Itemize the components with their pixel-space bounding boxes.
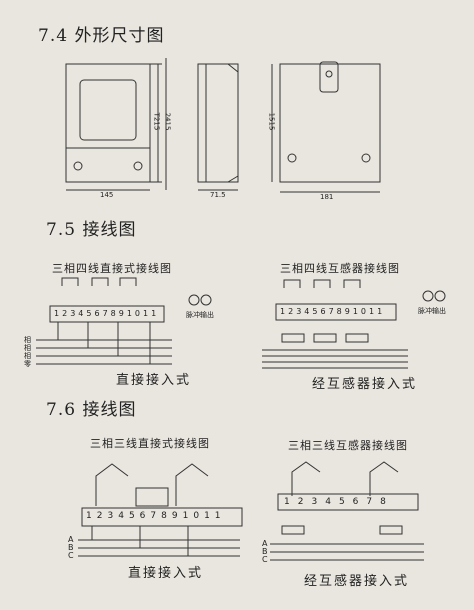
d76-right-ct-2 [379, 525, 403, 535]
d75-left-caption: 直接接入式 [116, 373, 192, 388]
d76-left-caption: 直接接入式 [128, 566, 204, 581]
d75-right-terminal-block [275, 303, 397, 321]
d75-left-terminal-labels: 1234567891011 [54, 309, 160, 318]
d75-right-caption: 经互感器接入式 [312, 377, 418, 392]
d75-right-aux-label: 脉冲输出 [418, 307, 446, 315]
d75-left-title: 三相四线直接式接线图 [52, 262, 172, 275]
front-width-dim: 145 [100, 191, 114, 199]
d76-right-title: 三相三线互感器接线图 [288, 439, 408, 452]
section-7-6-title: 7.6 接线图 [46, 400, 137, 420]
section-7-5-title: 7.5 接线图 [46, 220, 137, 240]
section-7-4-title: 7.4 外形尺寸图 [38, 26, 165, 46]
d75-right-title: 三相四线互感器接线图 [280, 262, 400, 275]
d75-right-ct-1 [281, 333, 305, 343]
front-view-outline [65, 63, 151, 183]
d75-left-terminal-block [49, 305, 165, 323]
back-view-hanger [319, 61, 339, 93]
d76-left-center-box [135, 487, 169, 507]
d76-right-terminal-labels: 12345678 [284, 497, 394, 507]
d76-left-terminal-labels: 1234567891011 [86, 511, 226, 521]
d75-left-line-labels: 相相相零 [24, 336, 31, 368]
d76-right-terminal-block [277, 493, 419, 511]
d76-right-caption: 经互感器接入式 [304, 574, 410, 589]
back-width-dim: 181 [320, 193, 334, 201]
d75-right-terminal-labels: 1234567891011 [280, 307, 386, 316]
d75-right-ct-2 [313, 333, 337, 343]
d75-right-ct-3 [345, 333, 369, 343]
back-view-outline [279, 63, 381, 183]
side-width-dim: 71.5 [210, 191, 226, 199]
d75-left-aux-label: 脉冲输出 [186, 311, 214, 319]
front-view-window [79, 79, 137, 141]
d76-left-title: 三相三线直接式接线图 [90, 437, 210, 450]
d76-left-terminal-block [81, 507, 243, 527]
d76-right-ct-1 [281, 525, 305, 535]
